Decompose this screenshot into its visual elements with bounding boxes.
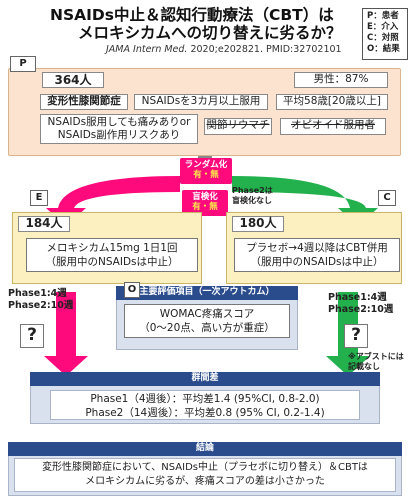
- excluded-ra: 関節リウマチ: [204, 118, 272, 135]
- excluded-opioid: オピオイド服用者: [280, 118, 386, 135]
- control-phase1: Phase1:4週: [328, 292, 387, 303]
- control-count: 180人: [232, 216, 284, 232]
- intervention-phases: Phase1:4週 Phase2:10週: [8, 288, 73, 312]
- phase2-note: Phase2は 盲検化なし: [232, 186, 273, 206]
- conclusion-line-2: メロキシカムに劣るが、疼痛スコアの差は小さかった: [85, 476, 325, 487]
- outcome-tag: O: [124, 282, 140, 298]
- control-result-unknown: ?: [344, 324, 368, 348]
- abstract-note: ※アブストには 記載なし: [348, 352, 404, 372]
- title-line-1: NSAIDs中止＆認知行動療法（CBT）は: [50, 6, 334, 24]
- title-line-2: メロキシカムへの切り替えに劣るか？: [78, 24, 342, 42]
- intervention-phase1: Phase1:4週: [8, 288, 67, 299]
- legend-c: C：対照: [367, 33, 399, 43]
- outcome-measure: WOMAC疼痛スコア （0～20点、高い方が重症）: [124, 304, 290, 338]
- conclusion-text: 変形性膝関節症において、NSAIDs中止（プラセボに切り替え）＆CBTは メロキ…: [14, 458, 396, 492]
- population-age: 平均58歳[20歳以上]: [276, 94, 388, 110]
- randomization-sub: 有・無: [193, 170, 219, 180]
- blinding-badge: 盲検化 有・無: [182, 190, 228, 216]
- outcome-line-1: WOMAC疼痛スコア: [159, 308, 255, 320]
- randomization-badge: ランダム化 有・無: [180, 158, 232, 184]
- legend-o: O：結果: [367, 44, 400, 54]
- control-line-1: プラセボ→4週以降はCBT併用: [246, 242, 388, 254]
- randomization-label: ランダム化: [184, 160, 228, 170]
- legend-e: E：介入: [367, 22, 399, 32]
- blinding-sub: 有・無: [192, 202, 218, 212]
- phase2-note-line-2: 盲検化なし: [232, 196, 272, 205]
- control-phase2: Phase2:10週: [328, 304, 394, 315]
- intervention-line-1: メロキシカム15mg 1日1回: [46, 242, 178, 254]
- citation: JAMA Intern Med. 2020;e202821. PMID:3270…: [106, 44, 342, 55]
- phase2-note-line-1: Phase2は: [232, 186, 273, 195]
- difference-phase1: Phase1（4週後）：平均差1.4 (95%CI, 0.8-2.0): [90, 393, 320, 405]
- intervention-count: 184人: [18, 216, 70, 232]
- difference-header: 群間差: [30, 372, 380, 386]
- control-line-2: （服用中のNSAIDsは中止）: [250, 256, 384, 268]
- population-count: 364人: [42, 72, 104, 88]
- intervention-line-2: （服用中のNSAIDsは中止）: [45, 256, 179, 268]
- control-tag: C: [378, 190, 396, 206]
- control-arrow: [232, 176, 378, 226]
- blinding-label: 盲検化: [192, 192, 218, 202]
- difference-results: Phase1（4週後）：平均差1.4 (95%CI, 0.8-2.0) Phas…: [50, 390, 360, 420]
- population-condition: 変形性膝関節症: [40, 94, 128, 110]
- population-nsaids-duration: NSAIDsを3カ月以上服用: [134, 94, 268, 110]
- intervention-outcome-arrow: [44, 292, 88, 376]
- control-phases: Phase1:4週 Phase2:10週: [328, 292, 393, 316]
- criteria-line-1: NSAIDs服用しても痛みありor: [47, 116, 191, 128]
- intervention-tag: E: [30, 190, 48, 206]
- page-title: NSAIDs中止＆認知行動療法（CBT）は メロキシカムへの切り替えに劣るか？: [50, 6, 350, 42]
- difference-phase2: Phase2（14週後）：平均差0.8 (95% CI, 0.2-1.4): [85, 407, 325, 419]
- population-tag: P: [10, 56, 36, 72]
- intervention-result-unknown: ?: [20, 324, 44, 348]
- conclusion-header: 結論: [8, 442, 402, 456]
- conclusion-line-1: 変形性膝関節症において、NSAIDs中止（プラセボに切り替え）＆CBTは: [42, 462, 368, 473]
- pico-legend: P：患者 E：介入 C：対照 O：結果: [362, 8, 408, 60]
- population-criteria: NSAIDs服用しても痛みありor NSAIDs副作用リスクあり: [40, 114, 198, 144]
- outcome-header: 主要評価項目（一次アウトカム）: [116, 286, 298, 300]
- criteria-line-2: NSAIDs副作用リスクあり: [57, 129, 181, 141]
- citation-journal: JAMA Intern Med.: [106, 44, 188, 55]
- citation-details: 2020;e202821. PMID:32702101: [187, 44, 342, 55]
- abstract-note-line-2: 記載なし: [348, 362, 380, 371]
- outcome-line-2: （0～20点、高い方が重症）: [139, 322, 275, 334]
- intervention-phase2: Phase2:10週: [8, 300, 74, 311]
- abstract-note-line-1: ※アブストには: [348, 352, 404, 361]
- control-detail: プラセボ→4週以降はCBT併用 （服用中のNSAIDsは中止）: [234, 238, 400, 272]
- intervention-detail: メロキシカム15mg 1日1回 （服用中のNSAIDsは中止）: [26, 238, 198, 272]
- legend-p: P：患者: [367, 11, 399, 21]
- population-male-ratio: 男性：87%: [294, 72, 388, 88]
